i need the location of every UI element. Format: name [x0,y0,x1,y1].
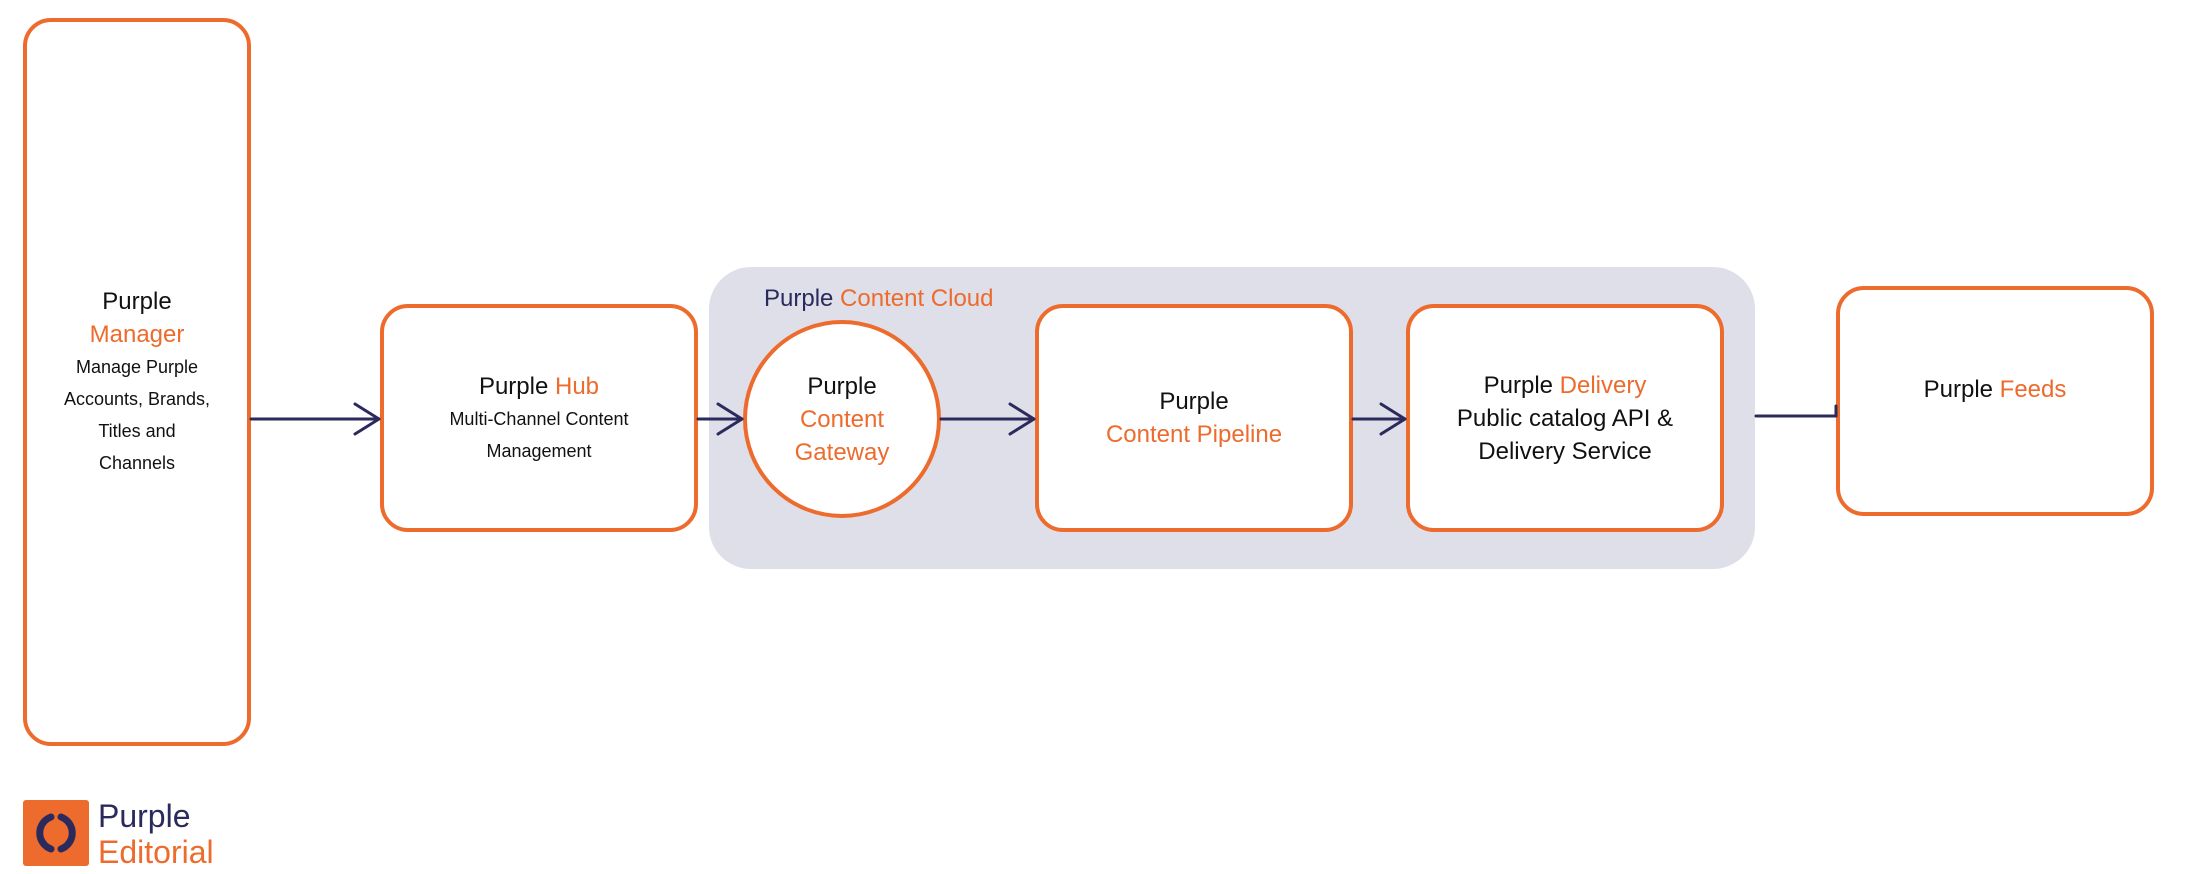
pipeline-node: Purple Content Pipeline [1035,304,1353,532]
connector-cloud-to-feeds [1754,404,1838,418]
delivery-description-line1: Public catalog API & [1456,404,1674,432]
wordmark-line1: Purple [98,798,191,834]
gateway-title: Purple Content Gateway [795,370,890,469]
feeds-title: Purple Feeds [1924,373,2067,406]
hub-title: Purple Hub [479,370,599,403]
hub-description: Multi-Channel Content Management [449,408,629,461]
gateway-node: Purple Content Gateway [743,320,941,518]
gateway-name-line2: Gateway [794,438,890,466]
manager-prefix: Purple [102,288,172,315]
feeds-node: Purple Feeds [1836,286,2154,516]
feeds-name: Feeds [1999,376,2067,403]
manager-name: Manager [89,321,185,348]
manager-title: Purple Manager [90,285,185,351]
content-cloud-title: Purple Content Cloud [764,283,993,315]
content-cloud-prefix: Purple [764,285,834,312]
content-cloud-name: Content Cloud [840,285,994,312]
wordmark-line2: Editorial [98,834,214,870]
pipeline-name: Content Pipeline [1105,421,1283,448]
manager-description: Manage Purple Accounts, Brands, Titles a… [63,357,211,473]
arrow-manager-to-hub [249,402,381,436]
hub-prefix: Purple [478,372,549,400]
feeds-prefix: Purple [1923,376,1993,403]
hub-name: Hub [555,372,600,400]
pipeline-title: Purple Content Pipeline [1106,385,1282,451]
pipeline-prefix: Purple [1159,388,1229,415]
purple-logo-icon [23,800,89,866]
delivery-node: Purple Delivery Public catalog API & Del… [1406,304,1724,532]
delivery-description-line2: Delivery Service [1478,437,1652,465]
gateway-prefix: Purple [807,372,877,400]
gateway-name-line1: Content [799,405,885,433]
hub-node: Purple Hub Multi-Channel Content Managem… [380,304,698,532]
delivery-title: Purple Delivery [1484,369,1647,402]
manager-node: Purple Manager Manage Purple Accounts, B… [23,18,251,746]
purple-editorial-wordmark: Purple Editorial [98,798,214,870]
delivery-prefix: Purple [1483,371,1553,399]
delivery-name: Delivery [1559,371,1647,399]
